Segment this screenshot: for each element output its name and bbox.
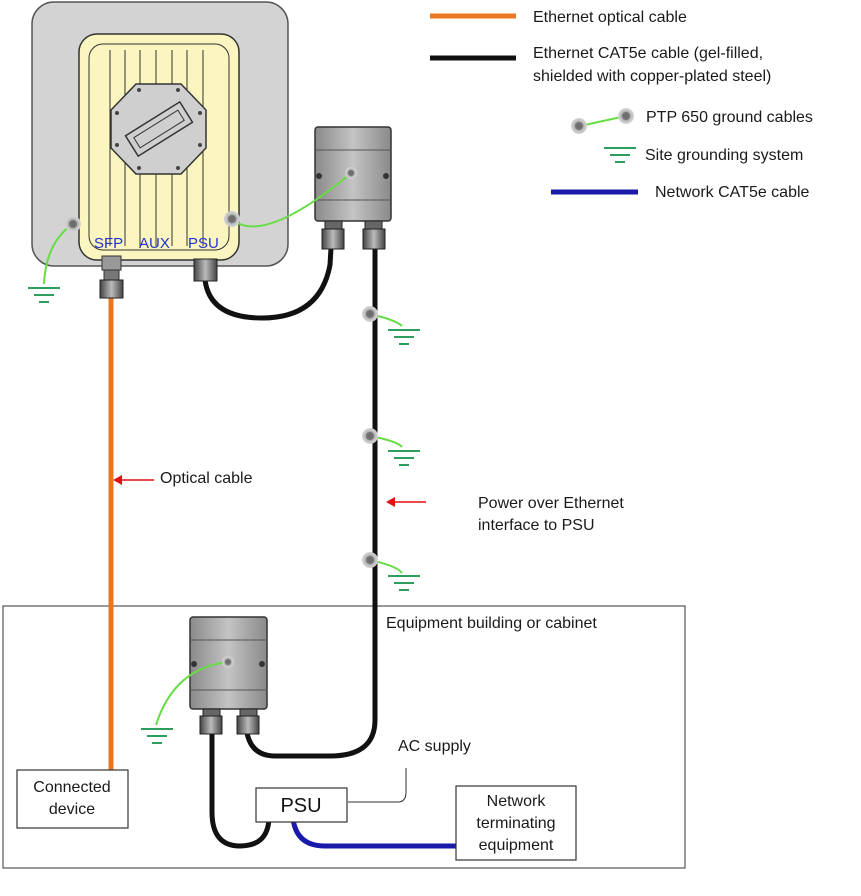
sfp-gland-connector	[99, 255, 124, 299]
odu-port-psu-label: PSU	[188, 235, 219, 252]
ground-node-icon	[224, 211, 240, 227]
ground-symbol-icon	[141, 728, 173, 744]
ac-supply-line	[348, 768, 407, 803]
nte-box	[455, 785, 577, 861]
ground-symbol-icon	[28, 287, 60, 303]
odu-bolts	[115, 88, 202, 170]
legend-network-label: Network CAT5e cable	[655, 184, 810, 201]
lpu-bottom	[189, 616, 268, 735]
ground-node-icon	[65, 216, 81, 232]
cat5e-cable-lpu-to-psu	[209, 728, 272, 849]
legend-cat5e-label-2: shielded with copper-plated steel)	[533, 68, 771, 85]
nte-label-3: equipment	[479, 837, 554, 854]
ground-symbol-icon	[604, 147, 636, 163]
nte-label-2: terminating	[476, 815, 555, 832]
odu-port-sfp-label: SFP	[94, 235, 123, 252]
psu-label: PSU	[280, 795, 321, 817]
ground-symbol-icon	[388, 329, 420, 345]
ground-node-icon	[345, 167, 357, 179]
ground-node-icon	[362, 552, 378, 568]
network-cable	[290, 817, 456, 849]
odu-badge	[124, 100, 194, 158]
cat5e-cable-odu-to-lpu	[202, 247, 334, 321]
psu-box	[255, 787, 348, 823]
ground-symbol-icon	[388, 450, 420, 466]
equipment-building-outline	[2, 605, 686, 869]
optical-cable-label: Optical cable	[160, 470, 253, 487]
lpu-top	[314, 126, 392, 250]
legend-cat5e-label: Ethernet CAT5e cable (gel-filled,	[533, 45, 763, 62]
psu-gland-connector	[193, 258, 218, 282]
odu-port-aux-label: AUX	[139, 235, 170, 252]
ground-node-icon	[362, 306, 378, 322]
optical-cable-callout: Optical cable	[113, 470, 253, 487]
ac-supply-label: AC supply	[398, 738, 471, 755]
cat5e-cable-poe-run	[243, 246, 378, 759]
odu-octagon-panel	[110, 83, 207, 175]
nte-label-1: Network	[487, 793, 547, 810]
poe-label-line1: Power over Ethernet	[478, 495, 624, 512]
poe-label-line2: interface to PSU	[478, 517, 595, 534]
ground-symbol-icon	[388, 575, 420, 591]
ground-node-icon	[362, 428, 378, 444]
legend-optical-label: Ethernet optical cable	[533, 9, 687, 26]
poe-callout: Power over Ethernet interface to PSU	[386, 495, 624, 534]
legend: Ethernet optical cable Ethernet CAT5e ca…	[430, 9, 813, 201]
connected-device-box	[16, 769, 129, 829]
building-label: Equipment building or cabinet	[386, 615, 597, 632]
connected-device-label-1: Connected	[33, 779, 110, 796]
ground-node-icon	[571, 118, 587, 134]
connected-device-label-2: device	[49, 801, 95, 818]
ground-node-icon	[222, 656, 234, 668]
odu-front-panel	[88, 43, 230, 251]
ground-node-icon	[618, 108, 634, 124]
legend-site-ground-label: Site grounding system	[645, 147, 803, 164]
odu-unit: SFP AUX PSU	[31, 1, 289, 299]
legend-ground-label: PTP 650 ground cables	[646, 109, 813, 126]
